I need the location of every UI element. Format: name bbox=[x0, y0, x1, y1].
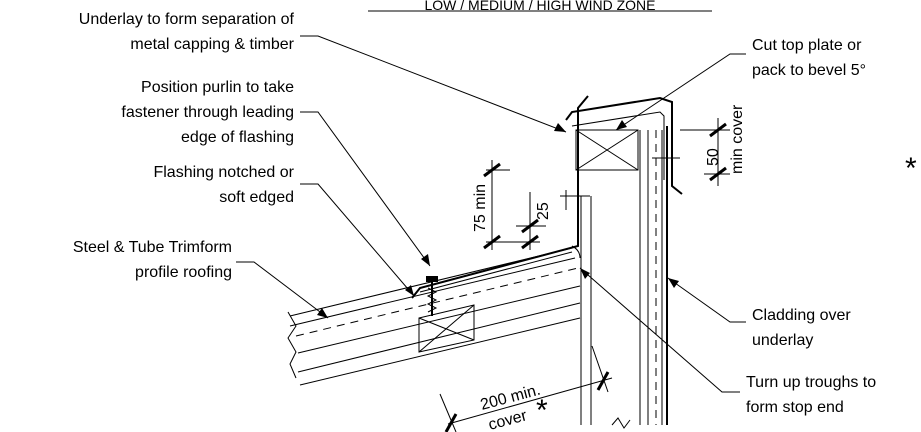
asterisk-200-cover: * bbox=[536, 394, 548, 427]
svg-text:form stop end: form stop end bbox=[746, 399, 844, 416]
svg-text:Position purlin to take: Position purlin to take bbox=[141, 79, 294, 96]
callout-purlin: Position purlin to take fastener through… bbox=[121, 79, 431, 267]
dimension-25: 25 bbox=[516, 192, 552, 250]
parapet-wall bbox=[560, 96, 683, 429]
svg-text:underlay: underlay bbox=[752, 332, 813, 349]
svg-text:pack to bevel 5°: pack to bevel 5° bbox=[752, 62, 866, 79]
dimension-50-min-cover: 50 min cover bbox=[680, 104, 746, 186]
callout-troughs: Turn up troughs to form stop end bbox=[579, 267, 876, 416]
dimension-25-label: 25 bbox=[535, 202, 552, 220]
diagram-title: LOW / MEDIUM / HIGH WIND ZONE bbox=[425, 0, 656, 13]
callout-roofing: Steel & Tube Trimform profile roofing bbox=[73, 239, 329, 319]
dimension-75-label: 75 min bbox=[472, 184, 489, 232]
svg-text:Cladding over: Cladding over bbox=[752, 307, 851, 324]
roof-assembly bbox=[287, 95, 589, 386]
dimension-75-min: 75 min bbox=[472, 160, 540, 250]
svg-text:Flashing notched or: Flashing notched or bbox=[153, 164, 294, 181]
callout-cladding: Cladding over underlay bbox=[667, 277, 851, 349]
dimension-200-label: 200 min. bbox=[479, 382, 543, 414]
dimension-200-min-cover: 200 min. cover * bbox=[439, 345, 613, 432]
callout-top-plate: Cut top plate or pack to bevel 5° bbox=[615, 37, 866, 131]
svg-text:Turn up troughs to: Turn up troughs to bbox=[746, 374, 876, 391]
svg-text:soft edged: soft edged bbox=[219, 189, 294, 206]
dimension-50-sub: min cover bbox=[729, 104, 746, 174]
callout-underlay: Underlay to form separation of metal cap… bbox=[79, 11, 567, 133]
asterisk-note: * bbox=[905, 152, 917, 185]
svg-text:metal capping & timber: metal capping & timber bbox=[130, 36, 294, 53]
svg-text:Cut top plate or: Cut top plate or bbox=[752, 37, 862, 54]
svg-text:Steel & Tube Trimform: Steel & Tube Trimform bbox=[73, 239, 232, 256]
dimension-50-label: 50 bbox=[705, 148, 722, 166]
callout-notched: Flashing notched or soft edged bbox=[153, 164, 415, 297]
svg-text:profile roofing: profile roofing bbox=[135, 264, 232, 281]
svg-text:edge of flashing: edge of flashing bbox=[181, 129, 294, 146]
svg-text:Underlay to form separation of: Underlay to form separation of bbox=[79, 11, 295, 28]
svg-text:fastener through leading: fastener through leading bbox=[121, 104, 294, 121]
